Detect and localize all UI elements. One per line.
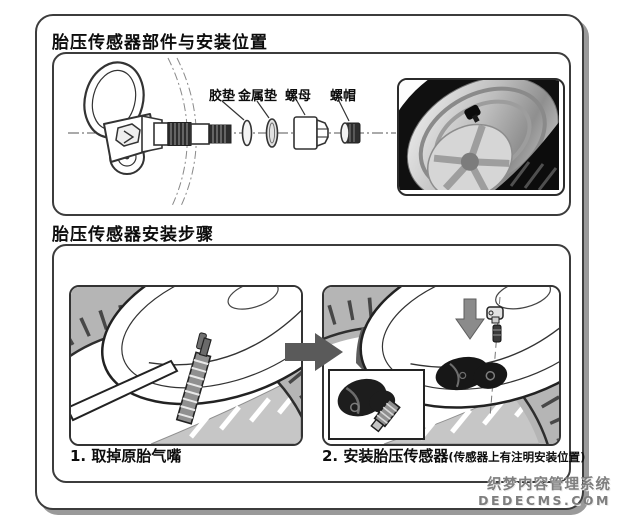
watermark-cn: 织梦内容管理系统 — [487, 477, 611, 493]
parts-section-box: 胶垫 金属垫 螺母 螺帽 — [52, 52, 571, 216]
install-arrow — [455, 298, 485, 340]
watermark-en: DEDECMS.COM — [478, 493, 611, 508]
step2-caption-note: (传感器上有注明安装位置) — [448, 450, 586, 464]
label-rubber-pad: 胶垫 — [209, 89, 236, 104]
wheel-sensor-photo — [397, 78, 565, 196]
parts-section-title: 胎压传感器部件与安装位置 — [52, 33, 268, 53]
mounted-sensor — [435, 356, 508, 391]
dedecms-watermark: 织梦内容管理系统 DEDECMS.COM — [478, 477, 611, 509]
step2-illustration — [322, 285, 561, 446]
sensor-closeup-inset — [328, 369, 425, 440]
outer-frame: 胎压传感器部件与安装位置 — [35, 14, 585, 510]
step1-illustration — [69, 285, 303, 446]
metal-washer-drawing — [265, 118, 279, 148]
label-nut: 螺母 — [285, 89, 312, 104]
leader-lines — [221, 100, 350, 122]
rubber-washer-drawing — [241, 119, 253, 147]
sensor-body-drawing — [83, 61, 163, 175]
nut-drawing — [293, 116, 329, 150]
cap-drawing — [340, 122, 361, 144]
small-sensor-glyph — [486, 306, 504, 343]
label-metal-washer: 金属垫 — [238, 89, 278, 104]
sensor-exploded-diagram — [68, 57, 396, 207]
pry-lever — [71, 359, 179, 422]
next-step-arrow — [285, 333, 343, 371]
label-cap: 螺帽 — [330, 89, 357, 104]
steps-section-box: 1. 取掉原胎气嘴 2. 安装胎压传感器(传感器上有注明安装位置) — [52, 244, 585, 483]
step2-caption-main: 2. 安装胎压传感器 — [322, 447, 449, 465]
valve-stem-drawing — [153, 122, 232, 146]
step1-caption: 1. 取掉原胎气嘴 — [70, 447, 182, 465]
inset-valve-stem — [370, 398, 401, 433]
step2-caption: 2. 安装胎压传感器(传感器上有注明安装位置) — [322, 445, 585, 466]
valve-tool — [175, 337, 212, 425]
steps-section-title: 胎压传感器安装步骤 — [52, 225, 214, 245]
sensor-on-rim — [464, 104, 481, 123]
